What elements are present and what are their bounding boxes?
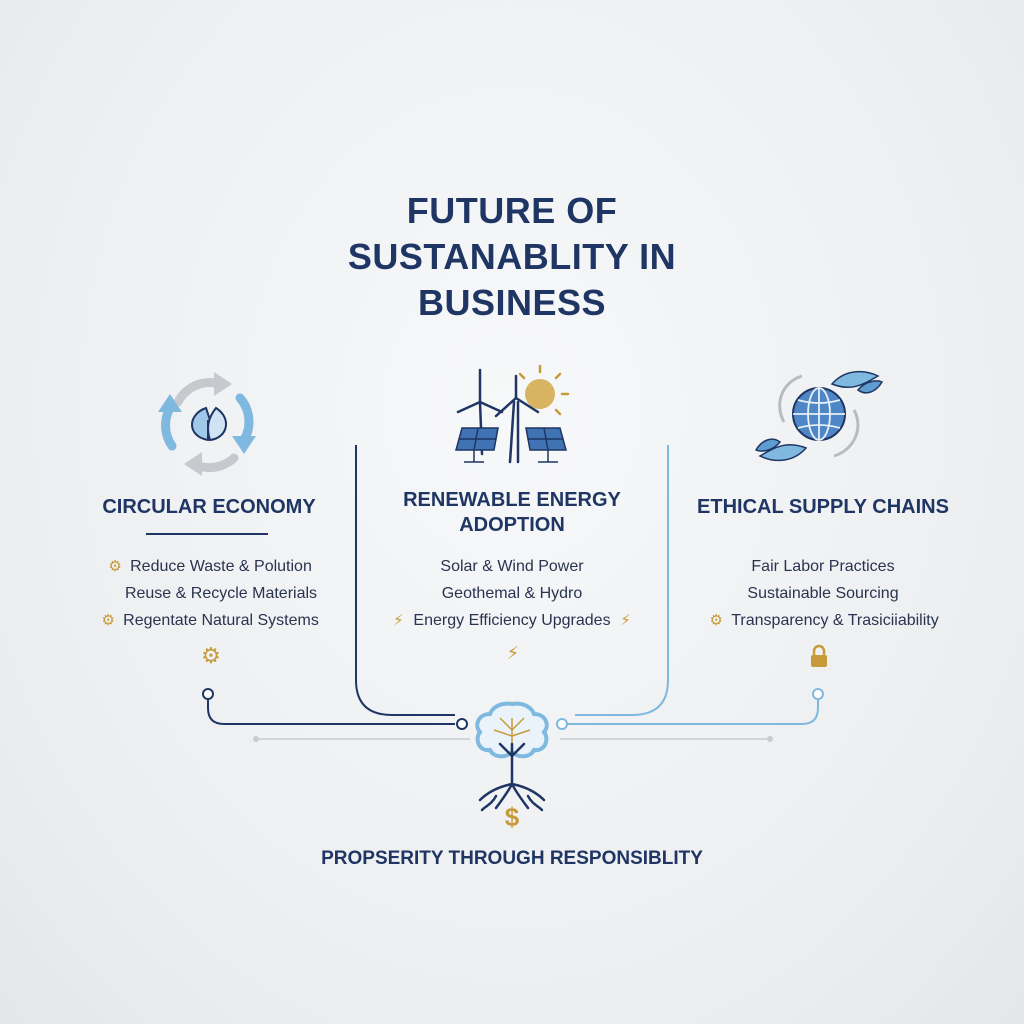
list-item: ⚙Reduce Waste & Polution: [84, 553, 334, 580]
list-item: Sustainable Sourcing: [747, 585, 899, 602]
title-line-1: FUTURE OF: [406, 190, 618, 231]
recycle-arrows-leaf-icon: [158, 372, 256, 476]
list-item: Geothemal & Hydro: [441, 585, 583, 602]
title-line-2: SUSTANABLITY IN: [347, 236, 677, 277]
ethical-supply-heading: ETHICAL SUPPLY CHAINS: [678, 495, 968, 520]
ethical-supply-title: ETHICAL SUPPLY CHAINS: [697, 496, 949, 518]
list-item: ⚙Transparency & Trasiciiability: [678, 607, 968, 634]
globe-leaves-hands-icon: [754, 370, 884, 462]
renewable-energy-title-line-1: RENEWABLE ENERGY: [403, 489, 621, 511]
renewable-energy-list: Solar & Wind Power Geothemal & Hydro ⚡En…: [382, 553, 642, 634]
wind-turbine-solar-panel-sun-icon: [455, 364, 570, 464]
circular-economy-divider: [146, 533, 268, 535]
circular-economy-title: CIRCULAR ECONOMY: [102, 496, 316, 518]
lightning-icon: ⚡: [393, 612, 404, 629]
lock-icon: [811, 644, 827, 667]
renewable-energy-title-line-2: ADOPTION: [459, 514, 565, 536]
tree-roots-dollar-icon: $: [475, 701, 549, 832]
circular-economy-list: ⚙Reduce Waste & Polution ⚙Reuse & Recycl…: [84, 553, 334, 634]
renewable-energy-heading: RENEWABLE ENERGY ADOPTION: [382, 488, 642, 538]
list-item: ⚡Energy Efficiency Upgrades⚡: [382, 607, 642, 634]
footer-tagline: PROPSERITY THROUGH RESPONSIBLITY: [321, 848, 703, 869]
page-title: FUTURE OF SUSTANABLITY IN BUSINESS: [262, 188, 762, 326]
gear-icon: ⚙: [709, 612, 723, 629]
list-item: ⚙Reuse & Recycle Materials: [124, 585, 318, 602]
gear-icon: ⚙: [108, 558, 122, 575]
ethical-supply-list: Fair Labor Practices Sustainable Sourcin…: [678, 553, 968, 634]
circular-economy-heading: CIRCULAR ECONOMY: [84, 495, 334, 520]
list-item: ⚙Regentate Natural Systems: [84, 607, 334, 634]
lightning-icon: ⚡: [506, 643, 520, 663]
title-line-3: BUSINESS: [417, 282, 607, 323]
gear-icon: ⚙: [201, 643, 221, 668]
gear-icon: ⚙: [101, 612, 115, 629]
svg-text:$: $: [505, 802, 520, 832]
list-item: Fair Labor Practices: [751, 558, 895, 575]
list-item: Solar & Wind Power: [440, 558, 584, 575]
lightning-icon: ⚡: [620, 612, 631, 629]
